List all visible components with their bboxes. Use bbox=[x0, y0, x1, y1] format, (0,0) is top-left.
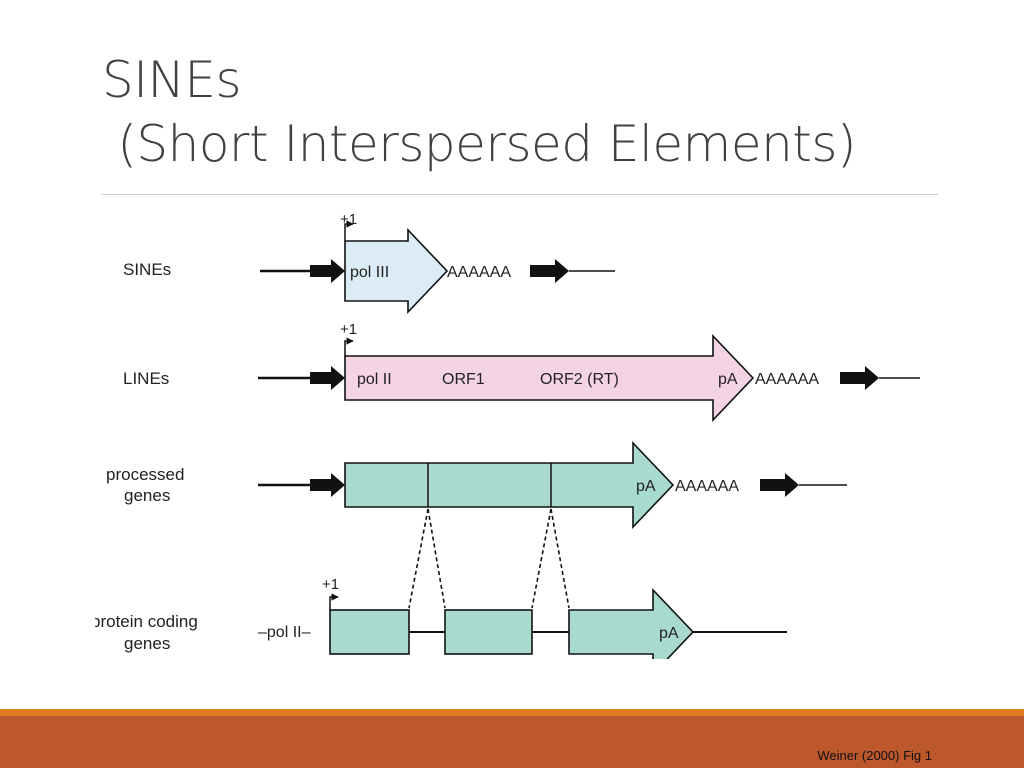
row-label-coding-line1: protein coding bbox=[95, 612, 198, 631]
footer-band bbox=[0, 716, 1024, 768]
tss-label: +1 bbox=[340, 321, 357, 338]
splice-line bbox=[408, 508, 429, 609]
splice-connectors bbox=[408, 508, 570, 609]
retroelement-figure: SINEs +1 pol III AAAAAA LINEs +1 pol II … bbox=[95, 201, 936, 659]
row-label-processed-line2: genes bbox=[124, 486, 170, 505]
target-site-arrow-left bbox=[310, 259, 345, 283]
target-site-arrow-right bbox=[840, 366, 879, 390]
polya-tail: AAAAAA bbox=[675, 478, 739, 495]
tss-label: +1 bbox=[340, 211, 357, 228]
row-lines: LINEs +1 pol II ORF1 ORF2 (RT) pA AAAAAA bbox=[123, 321, 920, 422]
processed-gene-box bbox=[344, 441, 675, 529]
pa-signal-label: pA bbox=[659, 625, 679, 642]
tss-arrow-icon bbox=[344, 220, 354, 241]
orf1-label: ORF1 bbox=[442, 371, 485, 388]
title-divider bbox=[101, 194, 938, 195]
target-site-arrow-right bbox=[530, 259, 569, 283]
row-label-sines: SINEs bbox=[123, 260, 171, 279]
title-line-1: SINEs bbox=[102, 51, 242, 109]
splice-line bbox=[427, 508, 446, 609]
slide-title: SINEs (Short Interspersed Elements) bbox=[102, 48, 856, 176]
figure-svg: SINEs +1 pol III AAAAAA LINEs +1 pol II … bbox=[95, 211, 920, 659]
tss-arrow-icon bbox=[329, 593, 339, 610]
exon-3 bbox=[568, 588, 695, 659]
target-site-arrow-left bbox=[310, 366, 345, 390]
figure-citation: Weiner (2000) Fig 1 bbox=[817, 748, 932, 763]
target-site-arrow-right bbox=[760, 473, 799, 497]
footer-accent-stripe bbox=[0, 709, 1024, 716]
sine-element-box bbox=[344, 227, 449, 315]
polya-tail: AAAAAA bbox=[447, 264, 511, 281]
orf2-label: ORF2 (RT) bbox=[540, 371, 619, 388]
splice-line bbox=[531, 508, 552, 609]
tss-arrow-icon bbox=[344, 337, 354, 356]
row-label-coding-line2: genes bbox=[124, 634, 170, 653]
row-sines: SINEs +1 pol III AAAAAA bbox=[123, 211, 615, 315]
row-processed-genes: processed genes pA AAAAAA bbox=[106, 441, 847, 529]
tss-label: +1 bbox=[322, 576, 339, 593]
target-site-arrow-left bbox=[310, 473, 345, 497]
pa-signal-label: pA bbox=[636, 478, 656, 495]
row-label-lines: LINEs bbox=[123, 369, 169, 388]
title-line-2: (Short Interspersed Elements) bbox=[102, 115, 856, 173]
polya-tail: AAAAAA bbox=[755, 371, 819, 388]
promoter-label: pol II bbox=[357, 371, 392, 388]
exon-1 bbox=[329, 609, 410, 655]
line-element-box bbox=[344, 334, 755, 422]
row-protein-coding-genes: protein coding genes –pol II– +1 pA bbox=[95, 576, 787, 659]
promoter-label: –pol II– bbox=[258, 624, 311, 641]
splice-line bbox=[550, 508, 570, 609]
row-label-processed-line1: processed bbox=[106, 465, 184, 484]
pa-signal-label: pA bbox=[718, 371, 738, 388]
promoter-label: pol III bbox=[350, 264, 389, 281]
exon-2 bbox=[444, 609, 533, 655]
